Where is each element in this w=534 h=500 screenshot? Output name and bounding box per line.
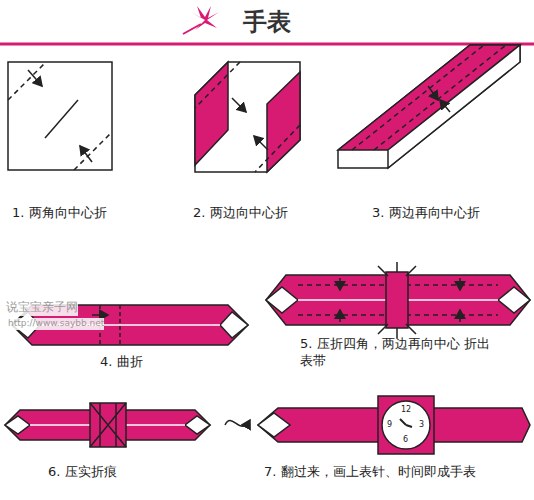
step-caption: 6. 压实折痕 [48, 464, 117, 481]
step-caption: 7. 翻过来，画上表针、时间即成手表 [264, 464, 476, 481]
clock-number: 12 [401, 406, 411, 414]
header-decoration [0, 6, 534, 44]
step3-figure [338, 45, 520, 168]
step2-figure [195, 62, 300, 172]
step-caption: 3. 两边再向中心折 [372, 205, 480, 222]
step5-figure [266, 262, 530, 338]
watermark: 说宝宝亲子网 [6, 300, 78, 316]
clock-number: 3 [419, 421, 424, 429]
step-caption: 2. 两边向中心折 [193, 205, 288, 222]
watermark: http://www.saybb.net [8, 318, 104, 330]
clock-number: 6 [403, 436, 408, 444]
step7-figure [258, 396, 530, 454]
step6-figure [5, 403, 250, 447]
title: 手表 [243, 6, 291, 37]
step-caption: 4. 曲折 [100, 354, 143, 371]
clock-number: 9 [387, 421, 392, 429]
step-caption: 1. 两角向中心折 [12, 205, 107, 222]
step1-figure [8, 62, 112, 170]
step-caption: 5. 压折四角，两边再向中心 折出表带 [300, 336, 490, 370]
